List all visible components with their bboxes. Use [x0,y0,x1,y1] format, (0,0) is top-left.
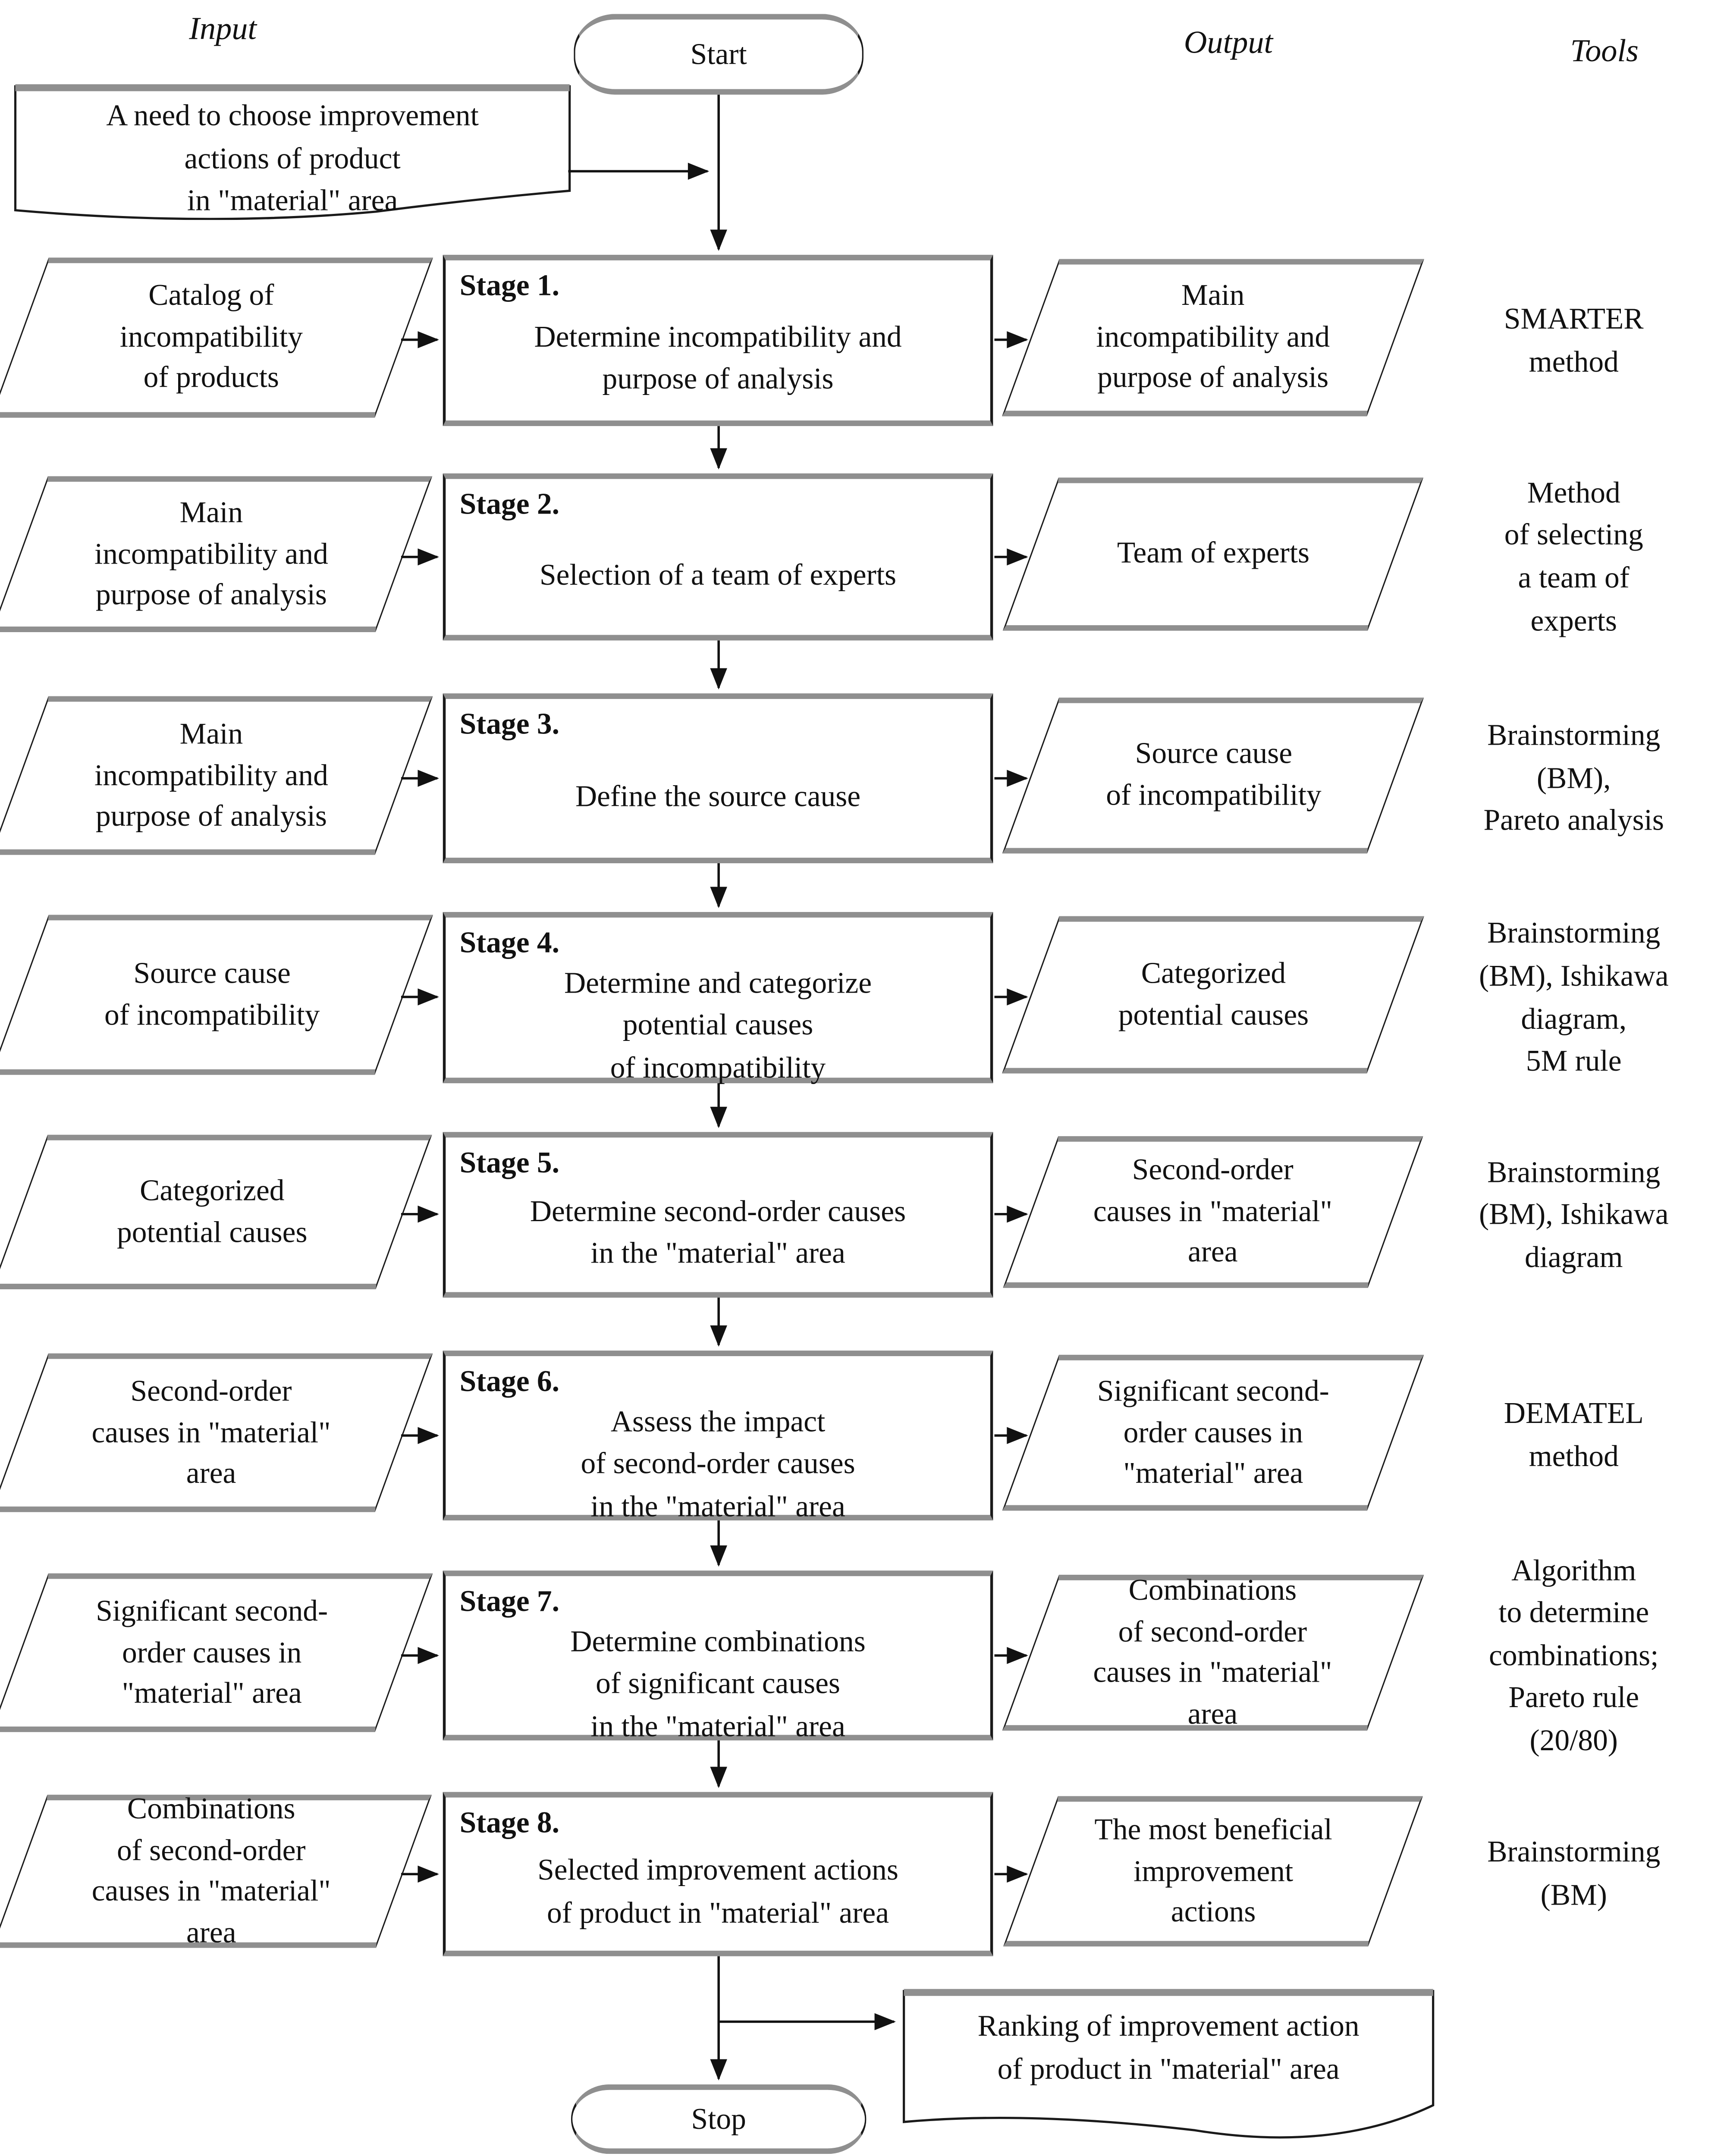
stage-body-5: Determine second-order causes in the "ma… [530,1194,906,1271]
output-text-6: Significant second- order causes in "mat… [1097,1373,1329,1490]
stage-body-2: Selection of a team of experts [540,558,897,592]
output-shape-4: Categorized potential causes [1002,916,1424,1074]
tool-text-6: DEMATEL method [1504,1397,1644,1473]
stage-box-4: Stage 4. Determine and categorize potent… [443,912,993,1084]
document-need-text: A need to choose improvement actions of … [106,99,479,217]
output-shape-8: The most beneficial improvement actions [1003,1796,1423,1947]
column-header-input: Input [189,11,257,46]
document-ranking: Ranking of improvement action of product… [902,1988,1435,2141]
output-shape-1: Main incompatibility and purpose of anal… [1002,259,1424,417]
input-text-5: Categorized potential causes [116,1173,307,1248]
output-text-5: Second-order causes in "material" area [1093,1153,1333,1269]
input-shape-3: Main incompatibility and purpose of anal… [0,696,433,855]
output-text-7: Combinations of second-order causes in "… [1093,1573,1333,1730]
tool-text-2: Method of selecting a team of experts [1504,476,1643,637]
stage-label-1: Stage 1. [459,269,559,302]
tool-text-8: Brainstorming (BM) [1487,1836,1661,1912]
stop-terminator: Stop [571,2084,867,2154]
stage-box-2: Stage 2. Selection of a team of experts [443,473,993,641]
stage-box-3: Stage 3. Define the source cause [443,693,993,863]
stage-label-4: Stage 4. [459,926,559,959]
document-shape [903,1989,1435,2139]
input-shape-6: Second-order causes in "material" area [0,1353,433,1512]
stage-box-5: Stage 5. Determine second-order causes i… [443,1132,993,1298]
stage-body-3: Define the source cause [575,779,861,813]
output-text-2: Team of experts [1117,536,1309,570]
input-text-7: Significant second- order causes in "mat… [95,1593,328,1710]
tool-text-4: Brainstorming (BM), Ishikawa diagram, 5M… [1479,917,1669,1078]
tool-text-7: Algorithm to determine combinations; Par… [1489,1553,1659,1757]
output-text-1: Main incompatibility and purpose of anal… [1096,278,1330,395]
input-text-2: Main incompatibility and purpose of anal… [94,495,329,611]
output-text-4: Categorized potential causes [1118,956,1309,1031]
input-shape-8: Combinations of second-order causes in "… [0,1792,432,1949]
stage-box-7: Stage 7. Determine combinations of signi… [443,1570,993,1743]
input-text-8: Combinations of second-order causes in "… [92,1791,331,1949]
input-text-1: Catalog of incompatibility of products [120,278,303,395]
stage-body-1: Determine incompatibility and purpose of… [534,320,902,396]
input-shape-4: Source cause of incompatibility [0,915,433,1075]
input-shape-1: Catalog of incompatibility of products [0,257,433,418]
output-shape-7: Combinations of second-order causes in "… [1002,1573,1424,1731]
stage-label-3: Stage 3. [459,707,559,741]
input-shape-2: Main incompatibility and purpose of anal… [0,476,433,632]
document-shape [14,84,571,220]
stage-box-8: Stage 8. Selected improvement actions of… [443,1792,993,1956]
tool-text-1: SMARTER method [1504,302,1644,378]
input-shape-5: Categorized potential causes [0,1134,432,1290]
input-text-6: Second-order causes in "material" area [92,1373,331,1490]
tool-text-3: Brainstorming (BM), Pareto analysis [1483,718,1664,837]
stage-box-6: Stage 6. Assess the impact of second-ord… [443,1351,993,1523]
document-ranking-text: Ranking of improvement action of product… [977,2009,1360,2085]
stage-label-6: Stage 6. [459,1364,559,1398]
start-label: Start [690,37,747,71]
input-text-4: Source cause of incompatibility [104,956,320,1031]
output-shape-2: Team of experts [1002,477,1424,631]
output-text-3: Source cause of incompatibility [1105,737,1321,812]
start-terminator: Start [574,14,864,95]
stage-label-5: Stage 5. [459,1146,559,1179]
stage-label-7: Stage 7. [459,1584,559,1618]
output-shape-5: Second-order causes in "material" area [1003,1136,1423,1288]
stage-body-4: Determine and categorize potential cause… [564,966,872,1085]
document-need: A need to choose improvement actions of … [14,84,571,220]
input-shape-7: Significant second- order causes in "mat… [0,1573,433,1732]
output-text-8: The most beneficial improvement actions [1094,1812,1332,1928]
column-header-tools: Tools [1570,33,1639,69]
input-text-3: Main incompatibility and purpose of anal… [94,716,329,833]
output-shape-3: Source cause of incompatibility [1002,697,1424,854]
stage-body-7: Determine combinations of significant ca… [570,1624,866,1743]
stage-label-2: Stage 2. [459,487,559,521]
output-shape-6: Significant second- order causes in "mat… [1002,1354,1424,1511]
stop-label: Stop [691,2102,746,2135]
stage-label-8: Stage 8. [459,1806,559,1839]
column-header-output: Output [1184,25,1273,60]
tool-text-5: Brainstorming (BM), Ishikawa diagram [1479,1155,1669,1274]
stage-body-6: Assess the impact of second-order causes… [581,1404,855,1523]
stage-body-8: Selected improvement actions of product … [537,1854,898,1930]
stage-box-1: Stage 1. Determine incompatibility and p… [443,254,993,426]
